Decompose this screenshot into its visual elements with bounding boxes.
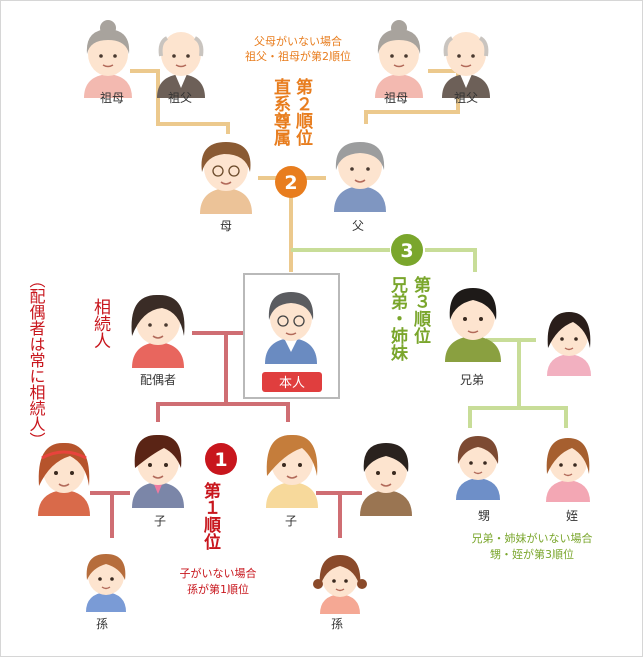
mother-avatar [199, 141, 253, 215]
rank1-badge [205, 443, 237, 475]
sibling-lines [291, 248, 568, 428]
rank2-badge [275, 166, 307, 198]
grandmother-right-label: 祖母 [384, 90, 408, 105]
son-in-law-avatar [359, 442, 413, 517]
child-daughter-avatar [265, 434, 319, 509]
self-avatar [264, 291, 318, 365]
rank2-number: 2 [284, 172, 297, 194]
nephew-label: 甥 [478, 509, 490, 523]
sibling-label: 兄弟 [460, 373, 484, 387]
grandchild-boy-avatar [85, 553, 127, 613]
self-badge [262, 372, 322, 392]
spouse-avatar [130, 294, 186, 369]
rank2-title-line1: 第２順位 [292, 77, 313, 147]
daughter-in-law-avatar [36, 441, 92, 518]
grandmother-left-label: 祖母 [100, 90, 124, 105]
rank1-title: 第１順位 [200, 481, 221, 551]
rank2-note-line2: 祖父・祖母が第2順位 [245, 49, 351, 63]
rank3-note-line2: 甥・姪が第3順位 [490, 547, 574, 561]
rank3-title-line2: 兄弟・姉妹 [387, 276, 409, 362]
father-avatar [333, 141, 387, 213]
spouse-note: （配偶者は常に相続人） [27, 272, 46, 448]
spouse-label: 配偶者 [140, 373, 176, 387]
self-label: 本人 [279, 376, 305, 391]
rank3-title-line1: 第３順位 [410, 275, 431, 345]
rank2-title-line2: 直系尊属 [270, 77, 291, 147]
sibling-avatar [444, 287, 502, 363]
grandfather-right-label: 祖父 [454, 90, 478, 105]
child-son-avatar [131, 434, 185, 509]
grandfather-left-label: 祖父 [168, 90, 192, 105]
rank3-badge [391, 234, 423, 266]
rank3-number: 3 [400, 240, 413, 262]
rank1-note-line2: 孫が第1順位 [187, 582, 249, 596]
rank1-number: 1 [214, 449, 227, 471]
child-son-label: 子 [154, 514, 166, 528]
niece-label: 姪 [566, 509, 578, 523]
child-lines [90, 331, 362, 538]
nephew-avatar [455, 435, 501, 501]
rank1-note-line1: 子がいない場合 [180, 566, 257, 580]
child-daughter-label: 子 [285, 514, 297, 528]
mother-label: 母 [220, 219, 232, 233]
grandchild-boy-label: 孫 [96, 617, 108, 631]
sibling-spouse-avatar [546, 311, 592, 377]
grandfather-right-avatar [440, 30, 492, 100]
niece-avatar [545, 437, 591, 503]
grandfather-left-avatar [155, 30, 207, 100]
rank2-note-line1: 父母がいない場合 [254, 34, 342, 48]
father-label: 父 [352, 219, 364, 233]
parent-lines [130, 69, 460, 272]
rank3-note-line1: 兄弟・姉妹がいない場合 [472, 531, 593, 545]
spouse-heir-title: 相続人 [90, 298, 111, 349]
grandchild-girl-label: 孫 [331, 617, 343, 631]
